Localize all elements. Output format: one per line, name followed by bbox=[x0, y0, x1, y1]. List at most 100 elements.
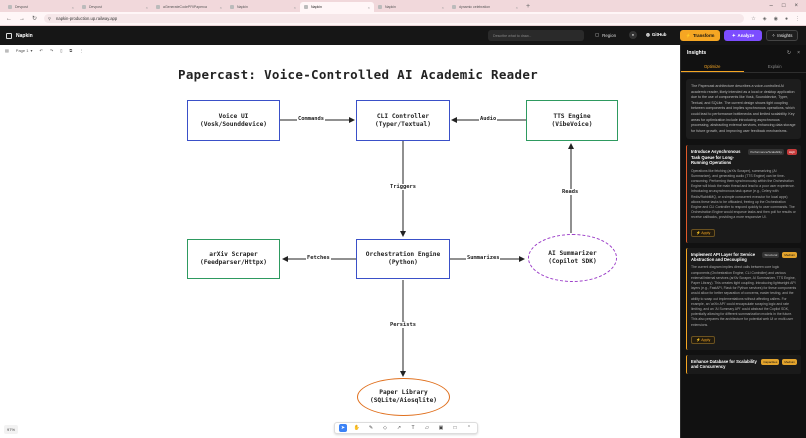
redo-icon[interactable]: ↷ bbox=[49, 48, 54, 53]
edge-label-reads: Reads bbox=[561, 189, 580, 195]
page-selector[interactable]: Page 1▾ bbox=[15, 48, 33, 53]
insight-card: Introduce Asynchronous Task Queue for Lo… bbox=[686, 145, 801, 243]
browser-tab[interactable]: dynamic celebration× bbox=[448, 2, 522, 12]
app-logo: Napkin bbox=[6, 32, 33, 39]
delete-icon[interactable]: ▯ bbox=[60, 48, 63, 53]
forward-icon[interactable]: → bbox=[19, 15, 25, 22]
insights-summary: The Papercast architecture describes a v… bbox=[686, 79, 801, 140]
transform-button[interactable]: ⚡Transform bbox=[680, 30, 720, 41]
browser-menu-icon[interactable]: ⋮ bbox=[795, 15, 800, 22]
pen-tool-icon[interactable]: ✎ bbox=[368, 425, 374, 431]
refresh-icon[interactable]: ↻ bbox=[786, 50, 792, 56]
browser-tab[interactable]: aGenerateCodePFilPaperca× bbox=[152, 2, 226, 12]
canvas-toolbar: ▤ Page 1▾ ↶ ↷ ▯ ⧉ ⋮ bbox=[0, 45, 680, 56]
duplicate-icon[interactable]: ⧉ bbox=[69, 48, 73, 53]
node-cli-controller[interactable]: CLI Controller (Typer/Textual) bbox=[356, 100, 450, 141]
microphone-icon[interactable]: ● bbox=[629, 31, 637, 39]
insight-card: Enhance Database for Scalability and Con… bbox=[686, 354, 801, 374]
edge-label-fetches: Fetches bbox=[306, 255, 331, 261]
node-voice-ui[interactable]: Voice UI (Vosk/Sounddevice) bbox=[187, 100, 280, 141]
close-tab-icon[interactable]: × bbox=[367, 4, 370, 10]
back-icon[interactable]: ← bbox=[6, 15, 12, 22]
chevron-up-icon[interactable]: ⌃ bbox=[466, 425, 472, 431]
close-tab-icon[interactable]: × bbox=[219, 4, 222, 10]
tab-explain[interactable]: Explain bbox=[767, 64, 782, 69]
edge-label-commands: Commands bbox=[297, 116, 325, 122]
bookmark-star-icon[interactable]: ☆ bbox=[751, 15, 756, 22]
site-info-icon[interactable]: ⚲ bbox=[48, 16, 51, 21]
close-tab-icon[interactable]: × bbox=[71, 4, 74, 10]
region-toggle[interactable]: ▢ Region bbox=[595, 32, 617, 38]
minimize-icon[interactable]: – bbox=[769, 3, 773, 9]
browser-tab[interactable]: Napkin× bbox=[374, 2, 448, 12]
insight-body: The current diagram implies direct calls… bbox=[691, 265, 797, 327]
tab-favicon-icon bbox=[304, 5, 308, 9]
maximize-icon[interactable]: □ bbox=[781, 3, 786, 9]
category-badge: Performance/Scalability bbox=[748, 149, 784, 156]
drawing-toolbar: ➤ ✋ ✎ ◇ ↗ T ▱ ▣ □ ⌃ bbox=[334, 422, 478, 434]
node-arxiv-scraper[interactable]: arXiv Scraper (Feedparser/Httpx) bbox=[187, 239, 280, 279]
window-controls: – □ × bbox=[770, 3, 806, 9]
priority-badge: Medium bbox=[782, 251, 797, 258]
insights-button[interactable]: ✧Insights bbox=[766, 30, 798, 41]
undo-icon[interactable]: ↶ bbox=[39, 48, 43, 53]
shape-tool-icon[interactable]: □ bbox=[453, 425, 457, 431]
node-tts-engine[interactable]: TTS Engine (VibeVoice) bbox=[526, 100, 618, 141]
tab-favicon-icon bbox=[452, 5, 456, 9]
extension-icon[interactable]: ◉ bbox=[773, 15, 778, 22]
insight-title: Implement API Layer for Service Abstract… bbox=[691, 251, 756, 262]
priority-badge: High bbox=[786, 149, 797, 156]
tab-optimize[interactable]: Optimize bbox=[681, 61, 744, 72]
browser-tab-active[interactable]: Napkin× bbox=[300, 2, 374, 12]
analyze-button[interactable]: ✦Analyze bbox=[724, 30, 762, 41]
image-tool-icon[interactable]: ▣ bbox=[438, 425, 444, 431]
eraser-tool-icon[interactable]: ◇ bbox=[383, 425, 387, 431]
apply-button[interactable]: ⚡ Apply bbox=[691, 228, 716, 237]
browser-tab-bar: Devpost× Devpost× aGenerateCodePFilPaper… bbox=[0, 0, 806, 12]
more-icon[interactable]: ⋮ bbox=[79, 48, 84, 53]
select-tool-icon[interactable]: ➤ bbox=[339, 424, 347, 432]
insight-card: Implement API Layer for Service Abstract… bbox=[686, 247, 801, 350]
note-tool-icon[interactable]: ▱ bbox=[425, 425, 429, 431]
app-header: Napkin Describe what to draw... ▢ Region… bbox=[0, 26, 806, 45]
hand-tool-icon[interactable]: ✋ bbox=[353, 425, 361, 431]
node-ai-summarizer[interactable]: AI Summarizer (Copilot SDK) bbox=[528, 234, 617, 282]
github-icon: ◍ bbox=[646, 32, 650, 37]
sidebar-toggle-icon[interactable]: ▤ bbox=[5, 48, 9, 53]
text-tool-icon[interactable]: T bbox=[411, 425, 415, 431]
tab-favicon-icon bbox=[8, 5, 12, 9]
tab-favicon-icon bbox=[378, 5, 382, 9]
reload-icon[interactable]: ↻ bbox=[32, 16, 38, 22]
browser-tab[interactable]: Napkin× bbox=[226, 2, 300, 12]
insight-body: Operations like fetching (arXiv Scraper)… bbox=[691, 168, 796, 220]
browser-tab[interactable]: Devpost× bbox=[78, 2, 152, 12]
edge-label-persists: Persists bbox=[389, 322, 417, 328]
arrow-tool-icon[interactable]: ↗ bbox=[396, 425, 402, 431]
zoom-level[interactable]: 97% bbox=[4, 425, 19, 434]
close-tab-icon[interactable]: × bbox=[145, 4, 148, 10]
close-tab-icon[interactable]: × bbox=[293, 4, 296, 10]
close-tab-icon[interactable]: × bbox=[441, 4, 444, 10]
extension-icon[interactable]: ◈ bbox=[762, 15, 767, 22]
node-orchestration-engine[interactable]: Orchestration Engine (Python) bbox=[356, 239, 450, 279]
close-tab-icon[interactable]: × bbox=[515, 4, 518, 10]
diagram-canvas[interactable]: Papercast: Voice-Controlled AI Academic … bbox=[0, 56, 680, 438]
search-input[interactable]: Describe what to draw... bbox=[488, 30, 584, 41]
github-button[interactable]: ◍ GitHub bbox=[646, 32, 667, 37]
priority-badge: Medium bbox=[782, 358, 797, 365]
insight-title: Introduce Asynchronous Task Queue for Lo… bbox=[691, 149, 741, 166]
close-icon[interactable]: × bbox=[797, 50, 800, 56]
node-paper-library[interactable]: Paper Library (SQLite/Aiosqlite) bbox=[357, 378, 450, 416]
apply-button[interactable]: ⚡ Apply bbox=[691, 335, 716, 344]
profile-icon[interactable]: ● bbox=[784, 15, 788, 22]
insight-title: Enhance Database for Scalability and Con… bbox=[691, 358, 757, 370]
address-bar: ← → ↻ ⚲ napkin-production.up.railway.app… bbox=[0, 12, 806, 26]
close-window-icon[interactable]: × bbox=[794, 3, 798, 9]
edge-label-triggers: Triggers bbox=[389, 184, 417, 190]
browser-tab[interactable]: Devpost× bbox=[4, 2, 78, 12]
insights-panel: Insights ↻ × Optimize Explain The Paperc… bbox=[680, 45, 806, 438]
panel-actions: ↻ × bbox=[787, 50, 800, 56]
new-tab-icon[interactable]: + bbox=[526, 2, 531, 10]
napkin-logo-icon bbox=[6, 32, 12, 39]
url-field[interactable]: ⚲ napkin-production.up.railway.app bbox=[44, 14, 745, 23]
